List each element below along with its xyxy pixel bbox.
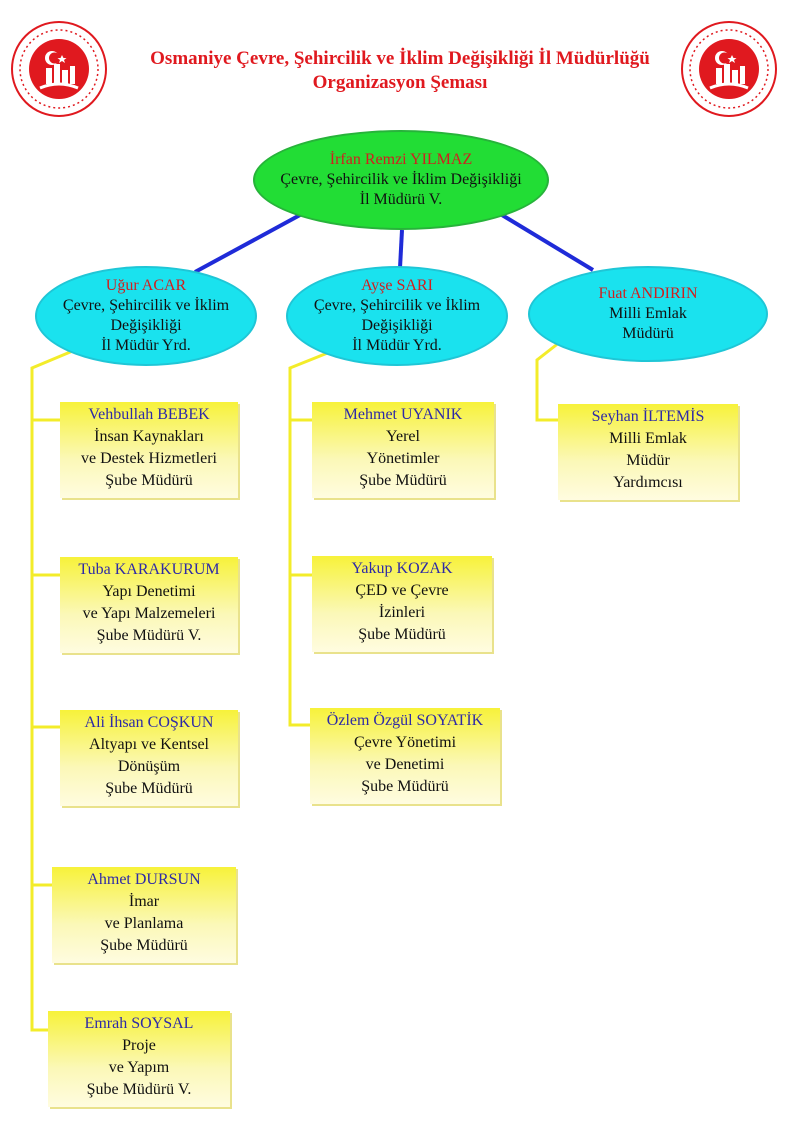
unit-box-1: Vehbullah BEBEK İnsan Kaynakları ve Dest…	[60, 402, 238, 498]
unit-name: Vehbullah BEBEK	[88, 406, 210, 423]
unit-box-9: Seyhan İLTEMİS Milli Emlak Müdür Yardımc…	[558, 404, 738, 500]
unit-box-5: Emrah SOYSAL Proje ve Yapım Şube Müdürü …	[48, 1011, 230, 1107]
unit-box-2: Tuba KARAKURUM Yapı Denetimi ve Yapı Mal…	[60, 557, 238, 653]
deputy-title-line-2: Değişikliği	[361, 317, 433, 334]
ministry-logo-left	[10, 20, 108, 118]
unit-title-line-2: ve Denetimi	[365, 756, 445, 773]
unit-box-8: Özlem Özgül SOYATİK Çevre Yönetimi ve De…	[310, 708, 500, 804]
ministry-logo-right	[680, 20, 778, 118]
unit-title-line-3: Şube Müdürü V.	[86, 1081, 192, 1098]
director-node: İrfan Remzi YILMAZ Çevre, Şehircilik ve …	[253, 130, 549, 230]
deputy-node-2: Ayşe SARI Çevre, Şehircilik ve İklim Değ…	[286, 266, 508, 366]
unit-title-line-1: ÇED ve Çevre	[355, 582, 449, 599]
unit-name: Ahmet DURSUN	[87, 871, 201, 888]
unit-title-line-2: ve Planlama	[104, 915, 184, 932]
deputy-name: Ayşe SARI	[361, 277, 433, 294]
deputy-node-3: Fuat ANDIRIN Milli Emlak Müdürü	[528, 266, 768, 362]
unit-box-4: Ahmet DURSUN İmar ve Planlama Şube Müdür…	[52, 867, 236, 963]
unit-title-line-2: İzinleri	[378, 604, 426, 621]
unit-title-line-2: Dönüşüm	[117, 758, 181, 775]
deputy-title-line-3: İl Müdür Yrd.	[101, 337, 191, 354]
unit-title-line-2: ve Destek Hizmetleri	[81, 450, 217, 467]
unit-name: Yakup KOZAK	[351, 560, 453, 577]
deputy-name: Uğur ACAR	[105, 277, 187, 294]
unit-title-line-1: İnsan Kaynakları	[94, 428, 204, 445]
unit-title-line-3: Şube Müdürü	[358, 626, 446, 643]
deputy-title-line-2: Müdürü	[622, 325, 674, 342]
director-title-line-2: İl Müdürü V.	[359, 191, 443, 208]
deputy-title-line-1: Milli Emlak	[609, 305, 687, 322]
yellow-connectors	[30, 340, 561, 1032]
unit-title-line-3: Şube Müdürü	[100, 937, 188, 954]
unit-title-line-1: Yapı Denetimi	[102, 583, 196, 600]
unit-title-line-1: Yerel	[386, 428, 420, 445]
unit-name: Seyhan İLTEMİS	[591, 408, 705, 425]
unit-box-7: Yakup KOZAK ÇED ve Çevre İzinleri Şube M…	[312, 556, 492, 652]
deputy-title-line-2: Değişikliği	[110, 317, 182, 334]
unit-box-3: Ali İhsan COŞKUN Altyapı ve Kentsel Dönü…	[60, 710, 238, 806]
unit-name: Mehmet UYANIK	[343, 406, 463, 423]
unit-name: Ali İhsan COŞKUN	[84, 714, 214, 731]
title-line-1: Osmaniye Çevre, Şehircilik ve İklim Deği…	[150, 48, 650, 69]
connector-director-deputy-1	[194, 213, 301, 274]
unit-title-line-2: ve Yapım	[108, 1059, 170, 1076]
unit-name: Özlem Özgül SOYATİK	[326, 712, 484, 729]
deputy-title-line-1: Çevre, Şehircilik ve İklim	[62, 297, 230, 314]
deputy-title-line-1: Çevre, Şehircilik ve İklim	[313, 297, 481, 314]
connector-director-deputy-2	[398, 229, 404, 269]
unit-title-line-3: Şube Müdürü V.	[96, 627, 202, 644]
unit-title-line-1: Proje	[122, 1037, 156, 1054]
connector-branch-1	[30, 348, 76, 1032]
unit-title-line-1: Milli Emlak	[609, 430, 687, 447]
unit-title-line-1: Altyapı ve Kentsel	[89, 736, 209, 753]
connector-branch-3	[535, 340, 561, 422]
unit-name: Tuba KARAKURUM	[78, 561, 220, 578]
connector-branch-2	[288, 348, 336, 727]
unit-title-line-1: Çevre Yönetimi	[353, 734, 457, 751]
unit-title-line-1: İmar	[128, 893, 160, 910]
unit-title-line-2: Yönetimler	[366, 450, 440, 467]
unit-title-line-3: Şube Müdürü	[361, 778, 449, 795]
connector-director-deputy-3	[500, 213, 595, 272]
unit-title-line-3: Yardımcısı	[613, 474, 683, 491]
unit-title-line-3: Şube Müdürü	[105, 472, 193, 489]
unit-name: Emrah SOYSAL	[84, 1015, 194, 1032]
director-name: İrfan Remzi YILMAZ	[329, 151, 473, 168]
director-title-line-1: Çevre, Şehircilik ve İklim Değişikliği	[280, 171, 522, 188]
page-title: Osmaniye Çevre, Şehircilik ve İklim Deği…	[120, 47, 680, 95]
unit-title-line-2: ve Yapı Malzemeleri	[82, 605, 216, 622]
deputy-name: Fuat ANDIRIN	[598, 285, 698, 302]
blue-connectors	[194, 213, 595, 274]
deputy-node-1: Uğur ACAR Çevre, Şehircilik ve İklim Değ…	[35, 266, 257, 366]
title-line-2: Organizasyon Şeması	[312, 72, 488, 93]
deputy-title-line-3: İl Müdür Yrd.	[352, 337, 442, 354]
unit-box-6: Mehmet UYANIK Yerel Yönetimler Şube Müdü…	[312, 402, 494, 498]
unit-title-line-2: Müdür	[626, 452, 670, 469]
unit-title-line-3: Şube Müdürü	[359, 472, 447, 489]
unit-title-line-3: Şube Müdürü	[105, 780, 193, 797]
